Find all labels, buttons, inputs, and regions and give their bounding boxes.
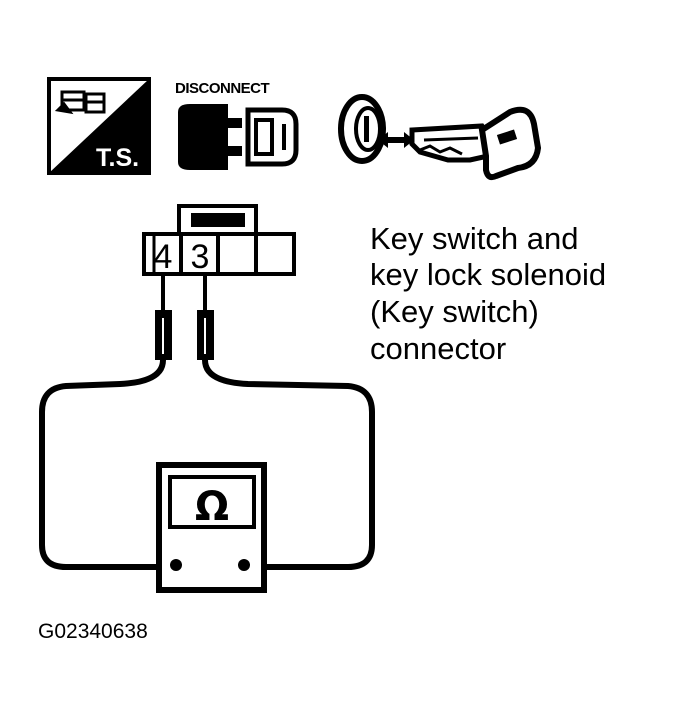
troubleshooting-icon: T.S. [47, 77, 151, 175]
caption-line-4: connector [370, 331, 506, 366]
connector-pin-4: 4 [154, 238, 173, 276]
test-lead-left [39, 359, 172, 570]
ts-label: T.S. [96, 144, 139, 172]
test-probe-left [155, 274, 172, 360]
caption-line-2: key lock solenoid [370, 257, 606, 292]
ohm-symbol: Ω [195, 484, 229, 530]
test-probe-right [197, 274, 214, 360]
connector-caption: Key switch and key lock solenoid (Key sw… [370, 221, 606, 366]
connector-pin-3: 3 [191, 238, 210, 276]
caption-line-1: Key switch and [370, 221, 579, 256]
test-lead-right [202, 359, 375, 570]
meter-terminal-right [238, 559, 250, 571]
figure-id: G02340638 [38, 620, 148, 643]
caption-line-3: (Key switch) [370, 294, 539, 329]
meter-terminal-left [170, 559, 182, 571]
ignition-key-icon [338, 94, 542, 181]
disconnect-label: DISCONNECT [175, 80, 270, 97]
ohmmeter-icon: Ω [156, 462, 267, 593]
disconnect-connector-icon: DISCONNECT [175, 80, 299, 170]
